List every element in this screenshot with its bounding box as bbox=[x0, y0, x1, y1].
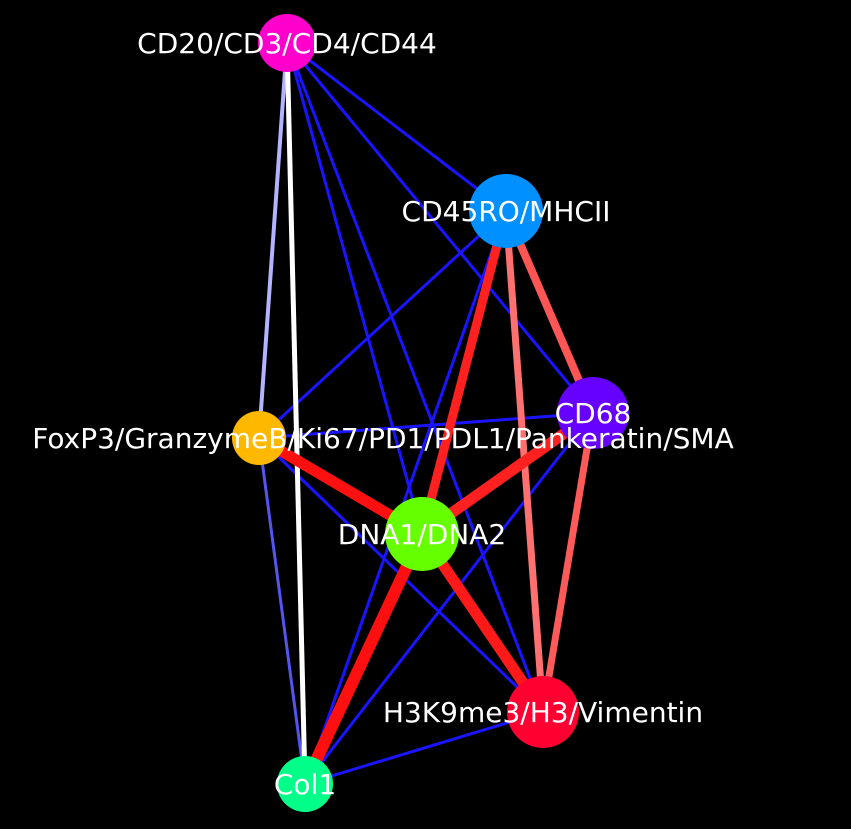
node-label-col1: Col1 bbox=[274, 768, 336, 801]
edge-cd20-h3k9 bbox=[285, 42, 545, 713]
edge-cd45-dna bbox=[417, 209, 511, 536]
node-label-dna: DNA1/DNA2 bbox=[338, 518, 506, 551]
edge-cd68-col1 bbox=[303, 412, 595, 785]
node-h3k9 bbox=[507, 676, 579, 748]
edge-foxp3-cd68 bbox=[258, 411, 594, 440]
node-label-cd45: CD45RO/MHCII bbox=[402, 195, 611, 228]
edge-cd20-col1 bbox=[284, 42, 308, 785]
edge-cd20-foxp3 bbox=[257, 42, 289, 439]
node-label-h3k9: H3K9me3/H3/Vimentin bbox=[383, 696, 703, 729]
node-label-cd20: CD20/CD3/CD4/CD44 bbox=[137, 27, 437, 60]
node-cd45 bbox=[469, 174, 543, 248]
edge-foxp3-col1 bbox=[257, 437, 307, 785]
edge-cd20-cd45 bbox=[286, 41, 507, 213]
edge-cd20-cd68 bbox=[285, 42, 595, 414]
node-label-foxp3: FoxP3/GranzymeB/Ki67/PD1/PDL1/Pankeratin… bbox=[32, 422, 733, 455]
nodes-layer bbox=[232, 14, 629, 812]
edge-cd20-dna bbox=[285, 42, 424, 535]
node-dna bbox=[385, 497, 459, 571]
edge-cd68-h3k9 bbox=[539, 412, 597, 713]
node-col1 bbox=[277, 756, 333, 812]
node-foxp3 bbox=[232, 411, 286, 465]
edge-h3k9-col1 bbox=[304, 710, 544, 786]
edge-cd45-foxp3 bbox=[257, 209, 508, 440]
node-label-cd68: CD68 bbox=[555, 397, 632, 430]
edge-cd45-col1 bbox=[303, 210, 508, 785]
node-cd20 bbox=[258, 14, 316, 72]
edges-layer bbox=[256, 41, 597, 787]
edge-dna-col1 bbox=[299, 531, 428, 787]
node-cd68 bbox=[557, 377, 629, 449]
